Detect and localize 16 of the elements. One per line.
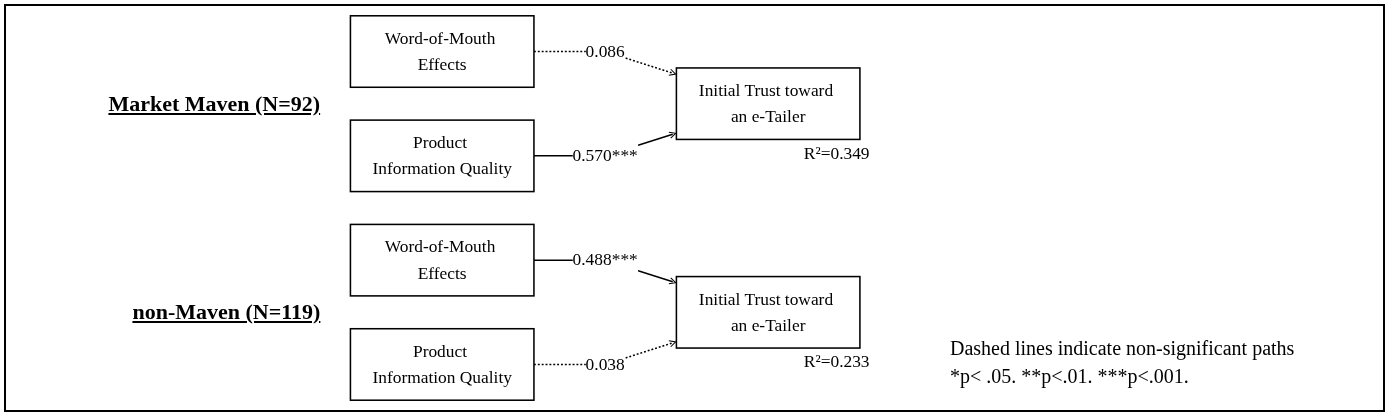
- footnote-text: Dashed lines indicate non-significant paths: [950, 336, 1295, 362]
- node-box: Product Information Quality: [349, 119, 535, 193]
- panel-heading: Market Maven (N=92): [108, 90, 321, 117]
- node-box: Initial Trust toward an e-Tailer: [675, 67, 861, 141]
- r-squared-label: R²=0.349: [803, 143, 870, 163]
- edge-label: 0.570***: [572, 145, 638, 166]
- edge-label: 0.038: [585, 354, 625, 374]
- panel-heading: non-Maven (N=119): [132, 299, 321, 326]
- footnote-text: *p< .05. **p<.01. ***p<.001.: [950, 364, 1190, 390]
- r-squared-label: R²=0.233: [803, 352, 870, 372]
- node-box: Word-of-Mouth Effects: [349, 223, 535, 297]
- edge-label: 0.488***: [572, 250, 638, 270]
- edge-label: 0.086: [585, 41, 625, 61]
- node-box: Initial Trust toward an e-Tailer: [675, 275, 861, 349]
- node-box: Product Information Quality: [349, 327, 535, 401]
- node-box: Word-of-Mouth Effects: [349, 15, 535, 89]
